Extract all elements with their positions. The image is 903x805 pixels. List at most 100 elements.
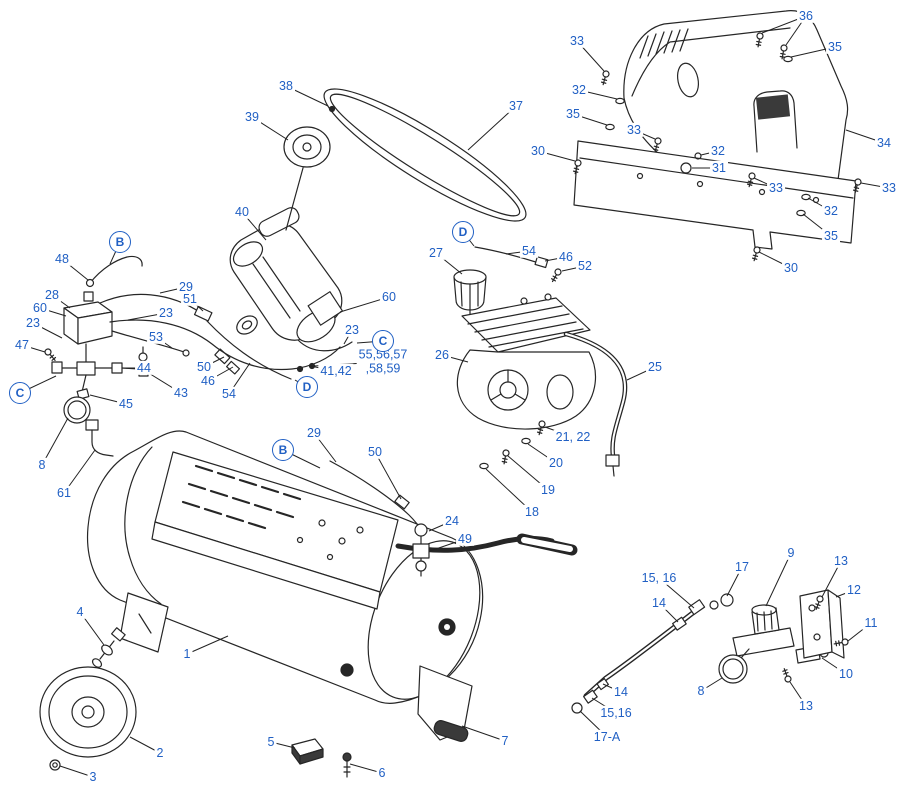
leader-line (186, 635, 229, 655)
callout-33: 33 (625, 122, 643, 138)
louver-slots (181, 464, 302, 530)
callout-45: 45 (117, 396, 135, 412)
callout-14: 14 (650, 595, 668, 611)
callout-5: 5 (265, 734, 277, 750)
callout-49: 49 (456, 531, 474, 547)
callout-51: 51 (181, 291, 199, 307)
callout-25: 25 (646, 359, 664, 375)
callout-23: 23 (343, 322, 361, 338)
callout-60: 60 (31, 300, 49, 316)
callout-37: 37 (507, 98, 525, 114)
callout-6: 6 (376, 765, 388, 781)
callout-13: 13 (797, 698, 815, 714)
callout-21-22: 21, 22 (553, 429, 593, 445)
callout-32: 32 (822, 203, 840, 219)
callout-60: 60 (380, 289, 398, 305)
callout-55-56-57-58-59: 55,56,57 ,58,59 (356, 347, 410, 377)
ref-letter-b: B (109, 231, 131, 253)
motor (229, 207, 344, 343)
wiring (109, 319, 353, 373)
callout-34: 34 (875, 135, 893, 151)
callout-40: 40 (233, 204, 251, 220)
callout-30: 30 (782, 260, 800, 276)
callout-39: 39 (243, 109, 261, 125)
callout-41-42: 41,42 (318, 363, 354, 379)
callout-15-16: 15, 16 (639, 570, 679, 586)
callout-1: 1 (181, 646, 193, 662)
callout-24: 24 (443, 513, 461, 529)
callout-19: 19 (539, 482, 557, 498)
callout-14: 14 (612, 684, 630, 700)
ref-letter-b: B (272, 439, 294, 461)
callout-35: 35 (822, 228, 840, 244)
callout-31: 31 (710, 160, 728, 176)
callout-7: 7 (499, 733, 511, 749)
pulley-and-belt (283, 88, 527, 231)
callout-53: 53 (147, 329, 165, 345)
pump (453, 246, 628, 477)
callout-33: 33 (568, 33, 586, 49)
wheel-assembly (39, 592, 169, 771)
callout-61: 61 (55, 485, 73, 501)
callout-47: 47 (13, 337, 31, 353)
callout-32: 32 (570, 82, 588, 98)
callout-10: 10 (837, 666, 855, 682)
callout-4: 4 (74, 604, 86, 620)
callout-35: 35 (564, 106, 582, 122)
leader-line (461, 725, 506, 742)
callout-2: 2 (154, 745, 166, 761)
callout-50: 50 (366, 444, 384, 460)
leader-line (467, 105, 517, 151)
callout-29: 29 (305, 425, 323, 441)
callout-29: 29 (177, 279, 195, 295)
callout-46: 46 (199, 373, 217, 389)
callout-13: 13 (832, 553, 850, 569)
leader-line (374, 451, 402, 500)
callout-44: 44 (135, 360, 153, 376)
callout-35: 35 (826, 39, 844, 55)
leader-line (41, 417, 69, 466)
ref-letter-d: D (296, 376, 318, 398)
callout-33: 33 (880, 180, 898, 196)
callout-17: 17 (733, 559, 751, 575)
callout-36: 36 (797, 8, 815, 24)
callout-23: 23 (157, 305, 175, 321)
callout-50: 50 (195, 359, 213, 375)
callout-46: 46 (557, 249, 575, 265)
callout-8: 8 (36, 457, 48, 473)
ref-letter-c: C (9, 382, 31, 404)
platform-deck (151, 451, 399, 610)
callout-33: 33 (767, 180, 785, 196)
callout-48: 48 (53, 251, 71, 267)
callout-43: 43 (172, 385, 190, 401)
callout-27: 27 (427, 245, 445, 261)
ref-letter-d: D (452, 221, 474, 243)
callout-28: 28 (43, 287, 61, 303)
callout-30: 30 (529, 143, 547, 159)
callout-11: 11 (862, 615, 880, 631)
callout-23: 23 (24, 315, 42, 331)
leader-line (765, 552, 792, 607)
check-valve (412, 523, 430, 577)
foot-and-bolt (291, 738, 352, 778)
callout-12: 12 (845, 582, 863, 598)
callout-32: 32 (709, 143, 727, 159)
callout-54: 54 (520, 243, 538, 259)
callout-15-16: 15,16 (598, 705, 634, 721)
callout-18: 18 (523, 504, 541, 520)
callout-38: 38 (277, 78, 295, 94)
callout-17-a: 17-A (591, 729, 623, 745)
callout-8: 8 (695, 683, 707, 699)
callout-20: 20 (547, 455, 565, 471)
leader-line (59, 765, 94, 778)
callout-26: 26 (433, 347, 451, 363)
support-leg (417, 665, 473, 742)
callout-54: 54 (220, 386, 238, 402)
callout-3: 3 (87, 769, 99, 785)
ref-letter-c: C (372, 330, 394, 352)
callout-52: 52 (576, 258, 594, 274)
callout-9: 9 (785, 545, 797, 561)
